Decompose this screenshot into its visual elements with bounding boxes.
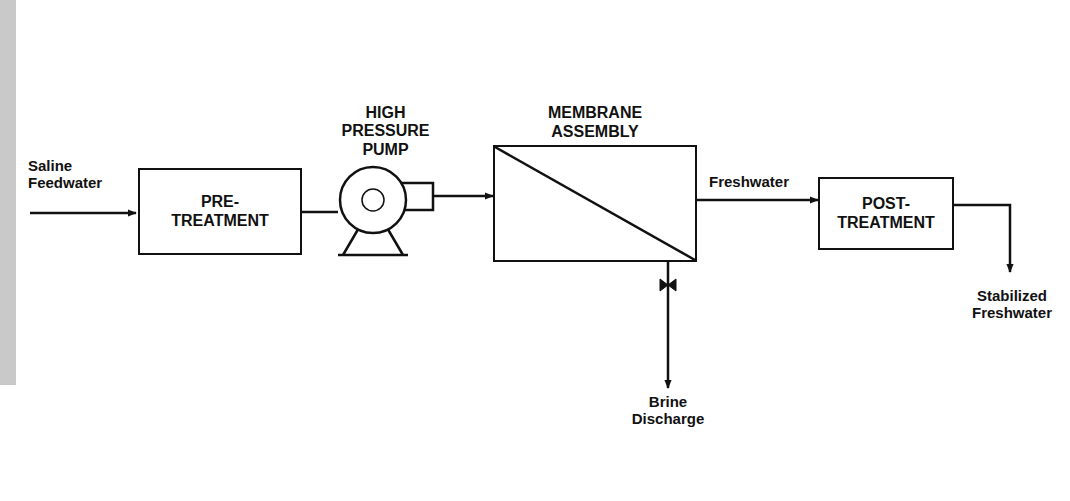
- scan-shadow: [0, 0, 16, 385]
- process-box: PRE- TREATMENT: [138, 168, 302, 255]
- pump-impeller: [362, 189, 384, 211]
- membrane-line: [495, 147, 695, 260]
- output-arrow: [950, 205, 1010, 272]
- input-label: Saline Feedwater: [28, 157, 120, 192]
- pump-drawing: [338, 165, 433, 257]
- pump-casing: [340, 167, 406, 233]
- valve-symbol: [660, 279, 676, 291]
- flow-connector: [433, 195, 493, 198]
- feed-arrow: [30, 212, 136, 215]
- node-text: POST- TREATMENT: [830, 195, 942, 232]
- flow-connector: [697, 199, 818, 202]
- membrane-drawing: [495, 147, 695, 260]
- node-text: PRE- TREATMENT: [161, 193, 279, 230]
- node-heading: MEMBRANE ASSEMBLY: [535, 104, 655, 141]
- process-box: POST- TREATMENT: [818, 177, 954, 250]
- node-heading: HIGH PRESSURE PUMP: [330, 104, 442, 159]
- output-label: Brine Discharge: [622, 393, 714, 428]
- membrane-box: MEMBRANE ASSEMBLY: [493, 145, 697, 262]
- pump-symbol: HIGH PRESSURE PUMP: [338, 165, 433, 257]
- brine-arrow: [667, 262, 670, 388]
- output-label: Stabilized Freshwater: [962, 287, 1062, 322]
- flow-connector: [302, 211, 338, 214]
- flow-label: Freshwater: [707, 173, 791, 190]
